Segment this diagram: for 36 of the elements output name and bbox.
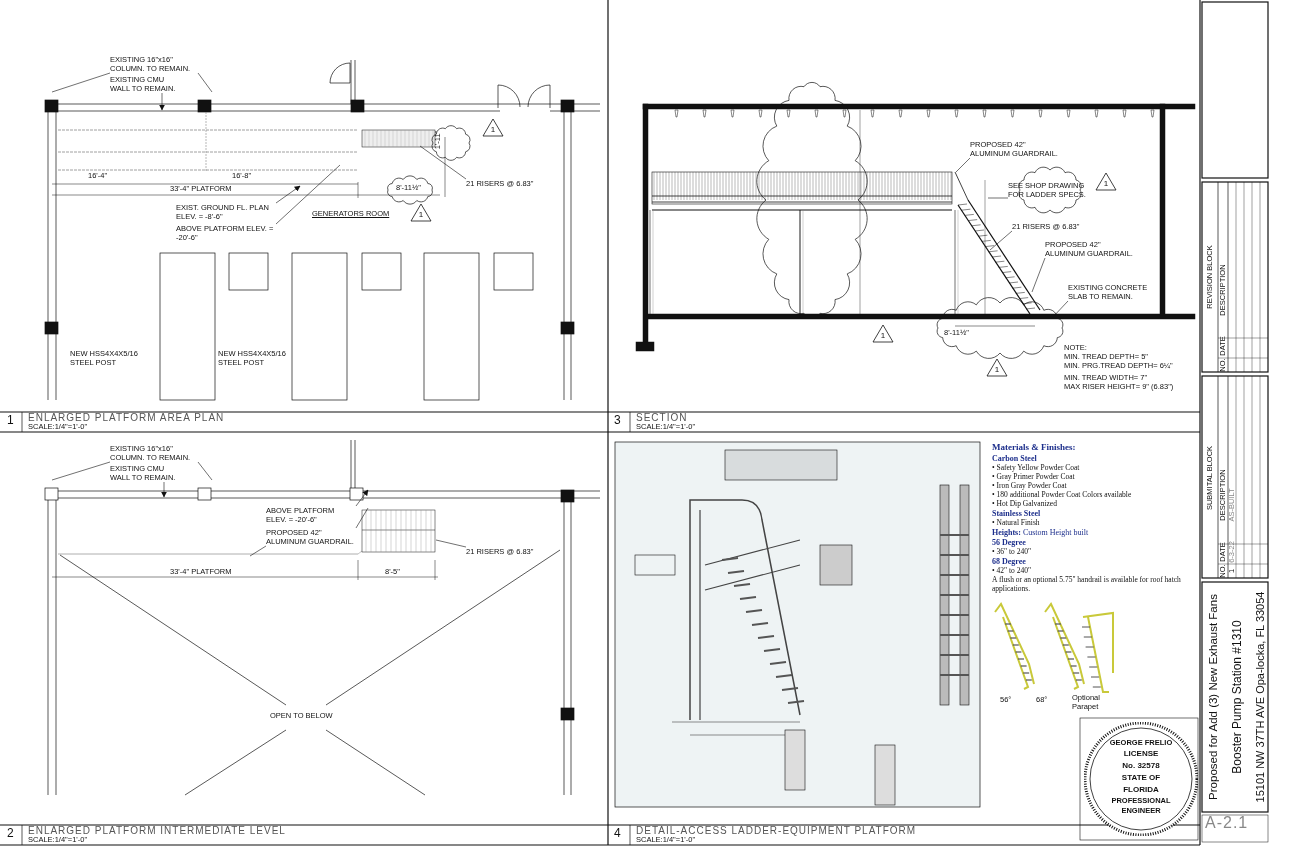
revision-delta: 1	[1095, 172, 1117, 191]
revision-delta: 1	[986, 358, 1008, 377]
drawing-title: DETAIL-ACCESS LADDER-EQUIPMENT PLATFORM	[636, 825, 918, 836]
leader-line	[51, 72, 111, 93]
leader-line	[987, 197, 1009, 199]
project-title: 15101 NW 37TH AVE Opa-locka, FL 33054	[1253, 591, 1267, 803]
drawing-number: 3	[614, 414, 622, 428]
leader-line	[249, 545, 267, 557]
revision-delta: 1	[872, 324, 894, 343]
drawing-title: ENLARGED PLATFORM INTERMEDIATE LEVEL	[28, 825, 287, 836]
project-title: Booster Pump Station #1310	[1231, 620, 1245, 774]
revision-delta: 1	[410, 203, 432, 222]
revision-delta: 1	[482, 118, 504, 137]
leader-line	[355, 507, 369, 529]
spec-heading: Carbon Steel	[992, 454, 1038, 464]
sheet-number: A-2.1	[1205, 817, 1250, 828]
spec-heading: Materials & Finishes:	[992, 442, 1077, 453]
leader-line	[51, 461, 111, 481]
leader-line	[275, 164, 341, 225]
leader-line	[435, 539, 467, 548]
drawing-title: ENLARGED PLATFORM AREA PLAN	[28, 412, 226, 423]
spec-heading: Heights: Custom Height built	[992, 528, 1090, 538]
leader-line	[197, 72, 213, 93]
drawing-number: 2	[7, 827, 15, 841]
leader-line	[955, 157, 971, 173]
spec-heading: 68 Degree	[992, 557, 1027, 567]
project-title: Proposed for Add (3) New Exhaust Fans	[1207, 594, 1221, 800]
leader-line	[197, 461, 213, 481]
leader-line	[419, 145, 467, 180]
leader-line	[1031, 257, 1046, 293]
spec-heading: Stainless Steel	[992, 509, 1042, 519]
drawing-title: SECTION	[636, 412, 689, 423]
spec-heading: 56 Degree	[992, 538, 1027, 548]
leader-line	[989, 230, 1013, 251]
drawing-number: 4	[614, 827, 622, 841]
drawing-number: 1	[7, 414, 15, 428]
